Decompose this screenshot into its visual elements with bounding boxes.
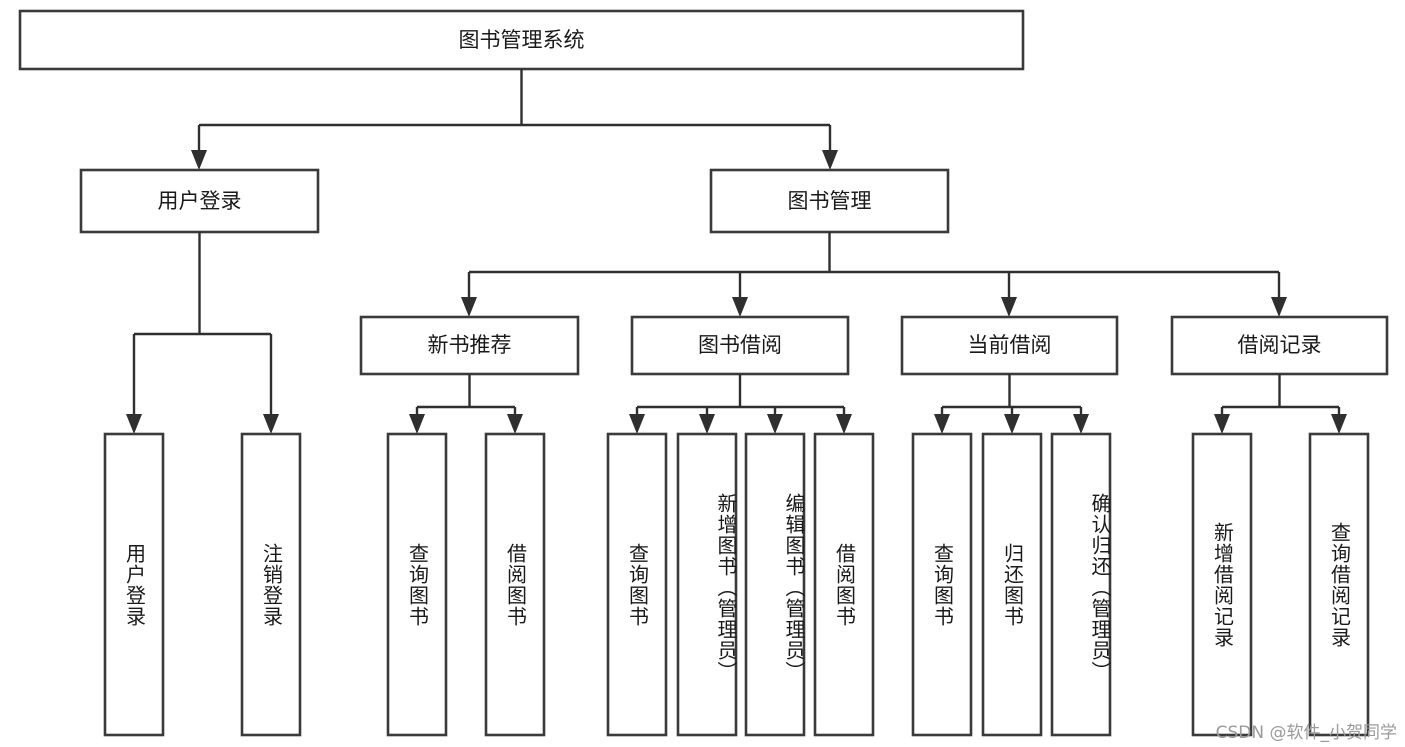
- arrow-bb-child-3: [767, 414, 783, 434]
- arrow-to-book-manage: [822, 150, 838, 170]
- node-borrow-record[interactable]: 借阅记录: [1170, 315, 1389, 376]
- arrow-nbr-child-1: [409, 414, 425, 434]
- node-new-book-recommend[interactable]: 新书推荐: [359, 315, 580, 376]
- leaf-add-record-box[interactable]: [1191, 432, 1253, 737]
- leaf-borrow-book-rec-box[interactable]: [484, 432, 546, 737]
- arrow-user-login-child-1: [126, 414, 142, 434]
- arrow-nbr-child-2: [507, 414, 523, 434]
- arrow-to-book-borrow: [732, 297, 748, 317]
- arrow-to-new-book-recommend: [461, 297, 477, 317]
- arrow-to-current-borrow: [1001, 297, 1017, 317]
- edges-book-manage-children: [461, 232, 1287, 317]
- arrow-cb-child-2: [1004, 414, 1020, 434]
- node-new-book-recommend-box[interactable]: [359, 315, 580, 376]
- edges-book-borrow-children: [629, 374, 852, 434]
- node-book-manage-box[interactable]: [709, 168, 950, 234]
- arrow-br-child-2: [1331, 414, 1347, 434]
- leaf-add-book-admin-box[interactable]: [676, 432, 738, 737]
- leaf-return-book-box[interactable]: [981, 432, 1043, 737]
- node-current-borrow-box[interactable]: [900, 315, 1119, 376]
- arrow-bb-child-1: [629, 414, 645, 434]
- edges-root-to-level1: [191, 69, 838, 170]
- node-root[interactable]: 图书管理系统: [18, 9, 1025, 71]
- arrow-user-login-child-2: [263, 414, 279, 434]
- node-book-manage[interactable]: 图书管理: [709, 168, 950, 234]
- leaf-borrow-book-box[interactable]: [813, 432, 875, 737]
- edges-new-book-recommend-children: [409, 374, 523, 434]
- arrow-cb-child-1: [934, 414, 950, 434]
- arrow-cb-child-3: [1073, 414, 1089, 434]
- node-current-borrow-label: 当前借阅: [968, 333, 1052, 357]
- arrow-to-user-login: [191, 150, 207, 170]
- watermark-text: CSDN @软件_小贺同学: [1215, 723, 1397, 743]
- node-current-borrow[interactable]: 当前借阅: [900, 315, 1119, 376]
- arrow-to-borrow-record: [1271, 297, 1287, 317]
- leaf-boxes: [103, 432, 1370, 737]
- node-new-book-recommend-label: 新书推荐: [428, 333, 512, 357]
- node-user-login[interactable]: 用户登录: [79, 168, 320, 234]
- arrow-br-child-1: [1214, 414, 1230, 434]
- leaf-confirm-return-admin-box[interactable]: [1050, 432, 1112, 737]
- edges-borrow-record-children: [1214, 374, 1347, 434]
- node-borrow-record-box[interactable]: [1170, 315, 1389, 376]
- node-book-manage-label: 图书管理: [788, 189, 872, 213]
- leaf-edit-book-admin-box[interactable]: [744, 432, 806, 737]
- node-user-login-label: 用户登录: [158, 189, 242, 213]
- leaf-logout-box[interactable]: [240, 432, 302, 737]
- leaf-query-book-cur-box[interactable]: [911, 432, 973, 737]
- arrow-bb-child-2: [699, 414, 715, 434]
- leaf-user-login-box[interactable]: [103, 432, 165, 737]
- leaf-query-book-rec-box[interactable]: [386, 432, 448, 737]
- node-book-borrow-box[interactable]: [630, 315, 850, 376]
- edges-user-login-children: [126, 232, 279, 434]
- node-root-box[interactable]: [18, 9, 1025, 71]
- node-book-borrow-label: 图书借阅: [698, 333, 782, 357]
- leaf-query-record-box[interactable]: [1308, 432, 1370, 737]
- node-root-label: 图书管理系统: [459, 28, 585, 52]
- edges-current-borrow-children: [934, 374, 1089, 434]
- arrow-bb-child-4: [836, 414, 852, 434]
- node-book-borrow[interactable]: 图书借阅: [630, 315, 850, 376]
- node-borrow-record-label: 借阅记录: [1238, 333, 1322, 357]
- leaf-query-book-borrow-box[interactable]: [606, 432, 668, 737]
